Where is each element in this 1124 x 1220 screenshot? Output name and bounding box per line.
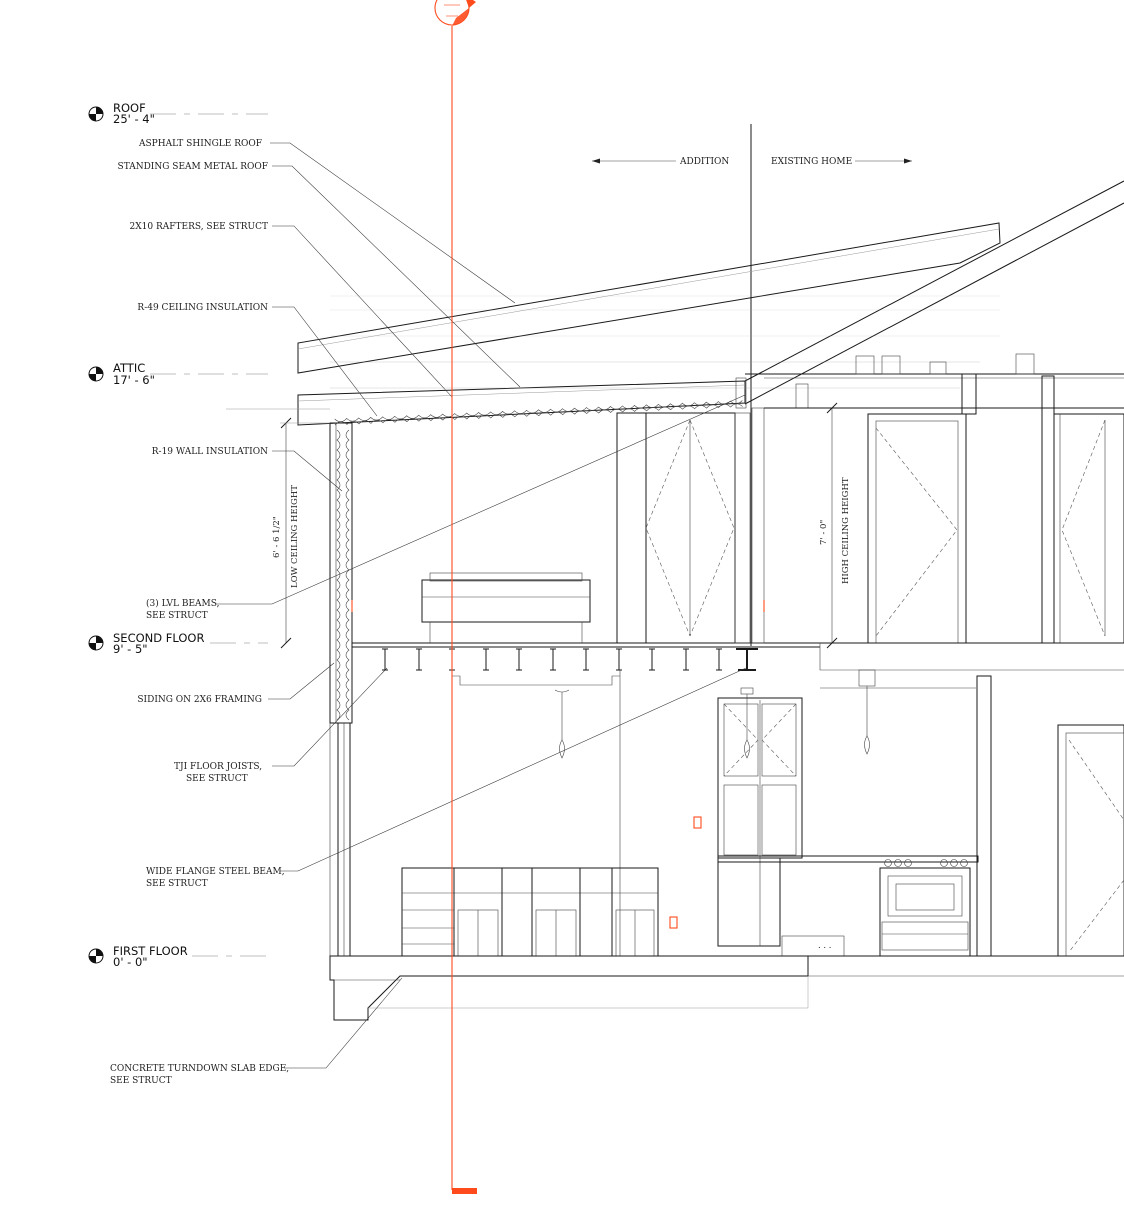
level-second-floor: SECOND FLOOR 9' - 5": [88, 631, 268, 656]
zone-labels: ADDITION EXISTING HOME: [592, 124, 912, 646]
level-elevation: 17' - 6": [113, 373, 155, 387]
low-ceiling-value: 6' - 6 1/2": [272, 516, 282, 558]
range: [879, 859, 971, 957]
level-name: FIRST FLOOR: [113, 944, 188, 958]
level-elevation: 25' - 4": [113, 112, 155, 126]
note-tji-joists-sub: SEE STRUCT: [186, 774, 248, 784]
note-slab-edge-sub: SEE STRUCT: [110, 1076, 172, 1086]
level-datum-icon: [88, 948, 104, 964]
note-standing-seam: STANDING SEAM METAL ROOF: [118, 162, 268, 172]
existing-home: 7' - 0" HIGH CEILING HEIGHT: [745, 353, 1124, 957]
roof-assembly: [226, 180, 1124, 426]
note-r49: R-49 CEILING INSULATION: [137, 303, 268, 313]
exterior-wall: [329, 422, 353, 957]
section-cut-end: [452, 1188, 477, 1194]
steel-beam: [736, 648, 758, 671]
note-rafters: 2X10 RAFTERS, SEE STRUCT: [130, 222, 268, 232]
note-siding: SIDING ON 2X6 FRAMING: [137, 695, 262, 705]
zone-existing: EXISTING HOME: [771, 157, 852, 167]
level-datum-icon: [88, 106, 104, 122]
ceiling-insulation: [334, 400, 743, 426]
note-slab-edge: CONCRETE TURNDOWN SLAB EDGE,: [110, 1064, 289, 1074]
level-elevation: 0' - 0": [113, 955, 148, 969]
second-floor-room: [421, 377, 809, 644]
wardrobe: [616, 407, 765, 644]
pendant-light: [554, 689, 570, 759]
kitchen-island: [401, 867, 659, 957]
low-ceiling-dimension: 6' - 6 1/2" LOW CEILING HEIGHT: [272, 417, 330, 649]
bed: [421, 572, 591, 643]
high-ceiling-dimension: 7' - 0" HIGH CEILING HEIGHT: [819, 402, 851, 649]
tji-joist-row: [382, 648, 722, 671]
kitchen-counter: . . .: [717, 855, 979, 957]
section-marker-icon: [434, 0, 476, 26]
high-ceiling-value: 7' - 0": [819, 520, 829, 545]
high-ceiling-label: HIGH CEILING HEIGHT: [841, 477, 851, 584]
level-name: SECOND FLOOR: [113, 631, 204, 645]
level-attic: ATTIC 17' - 6": [88, 361, 268, 387]
note-r19: R-19 WALL INSULATION: [152, 447, 268, 457]
level-name: ROOF: [113, 101, 146, 115]
note-steel-beam-sub: SEE STRUCT: [146, 879, 208, 889]
level-roof: ROOF 25' - 4": [88, 101, 268, 126]
note-lvl-beams: (3) LVL BEAMS,: [146, 598, 219, 609]
level-datum-icon: [88, 635, 104, 651]
level-datum-icon: [88, 366, 104, 382]
level-first-floor: FIRST FLOOR 0' - 0": [88, 944, 268, 969]
low-ceiling-label: LOW CEILING HEIGHT: [290, 485, 300, 588]
first-floor: . . .: [329, 687, 1124, 1021]
note-lvl-beams-sub: SEE STRUCT: [146, 611, 208, 621]
second-floor-structure: [352, 642, 820, 956]
tall-cabinet: [717, 687, 803, 947]
level-name: ATTIC: [113, 361, 145, 375]
note-steel-beam: WIDE FLANGE STEEL BEAM,: [146, 867, 285, 877]
pendant-light: [858, 669, 876, 755]
note-asphalt-shingle: ASPHALT SHINGLE ROOF: [138, 139, 262, 149]
svg-text:. . .: . . .: [818, 941, 832, 951]
annotation-notes: ASPHALT SHINGLE ROOF STANDING SEAM METAL…: [110, 139, 747, 1086]
zone-addition: ADDITION: [679, 157, 729, 167]
section-cut-line: [351, 0, 765, 1194]
level-elevation: 9' - 5": [113, 642, 148, 656]
note-tji-joists: TJI FLOOR JOISTS,: [174, 762, 262, 772]
